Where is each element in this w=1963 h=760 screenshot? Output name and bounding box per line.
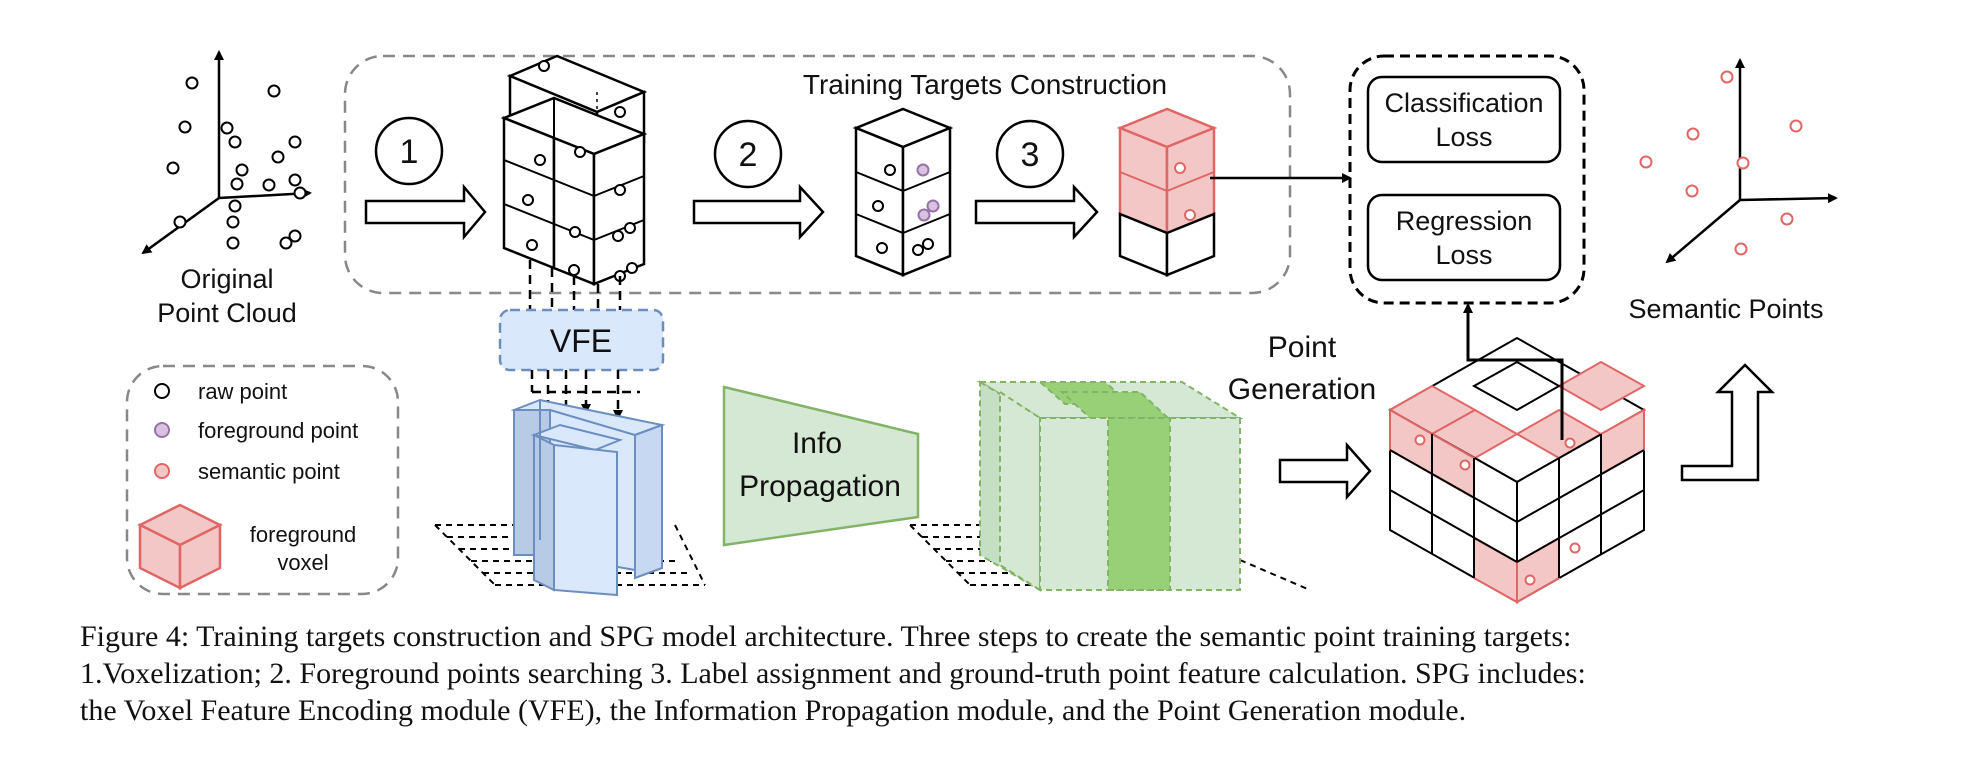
voxel-to-vfe-connectors [528,260,622,310]
classification-loss-box: Classification Loss [1366,75,1562,164]
caption-line: 1.Voxelization; 2. Foreground points sea… [80,657,1586,690]
regression-loss-box: Regression Loss [1366,193,1562,282]
step-2-arrow [692,183,825,241]
foreground-voxel-swatch [137,503,223,591]
original-point-cloud-label: Original [180,264,273,294]
generation-to-loss-arrow [1463,303,1564,440]
legend-foreground-voxel: voxel [277,550,328,575]
figure-caption: Figure 4: Training targets construction … [80,618,1940,729]
step-2-marker: 2 [713,119,783,189]
caption-line: Figure 4: Training targets construction … [80,620,1572,653]
foreground-point-swatch [154,422,170,438]
vfe-feature-voxels [510,398,666,597]
semantic-points-label: Semantic Points [1628,294,1823,324]
label-assignment-stack [1116,107,1218,277]
svg-text:Loss: Loss [1435,122,1492,152]
foreground-search-stack [852,107,954,277]
semantic-points-plot [1639,58,1838,264]
step-1-marker: 1 [374,116,444,186]
original-point-cloud-label: Point Cloud [157,298,297,328]
legend-foreground-point: foreground point [198,418,358,443]
info-propagation-module [722,385,920,547]
svg-text:Regression: Regression [1396,206,1533,236]
step-3-arrow [974,183,1099,241]
training-targets-title: Training Targets Construction [803,69,1167,100]
vfe-label: VFE [550,323,612,359]
point-generation-cube [1387,336,1647,604]
legend-semantic-point: semantic point [198,459,340,484]
svg-text:Classification: Classification [1384,88,1543,118]
info-propagation-label: Info [792,427,842,460]
info-to-generation-arrow [1278,441,1372,501]
legend-box [125,364,400,596]
legend-raw-point: raw point [198,379,287,404]
voxelized-point-cloud [500,54,648,286]
generation-to-semantic-arrow [1680,363,1776,482]
point-generation-label: Point [1268,331,1337,364]
propagated-feature-block [976,380,1244,592]
training-targets-box [343,54,1292,295]
step-3-marker: 3 [995,119,1065,189]
point-generation-label: Generation [1228,373,1376,406]
legend: raw point foreground point semantic poin… [137,379,358,591]
caption-line: the Voxel Feature Encoding module (VFE),… [80,694,1467,727]
info-propagation-label: Propagation [739,470,901,503]
svg-text:2: 2 [739,136,758,174]
svg-text:Loss: Loss [1435,240,1492,270]
raw-point-swatch [154,383,170,399]
original-point-cloud [141,50,312,255]
semantic-point-swatch [154,463,170,479]
svg-text:1: 1 [400,133,419,171]
svg-text:3: 3 [1021,136,1040,174]
legend-foreground-voxel: foreground [250,522,356,547]
vfe-module [498,308,665,372]
step-1-arrow [364,183,487,241]
